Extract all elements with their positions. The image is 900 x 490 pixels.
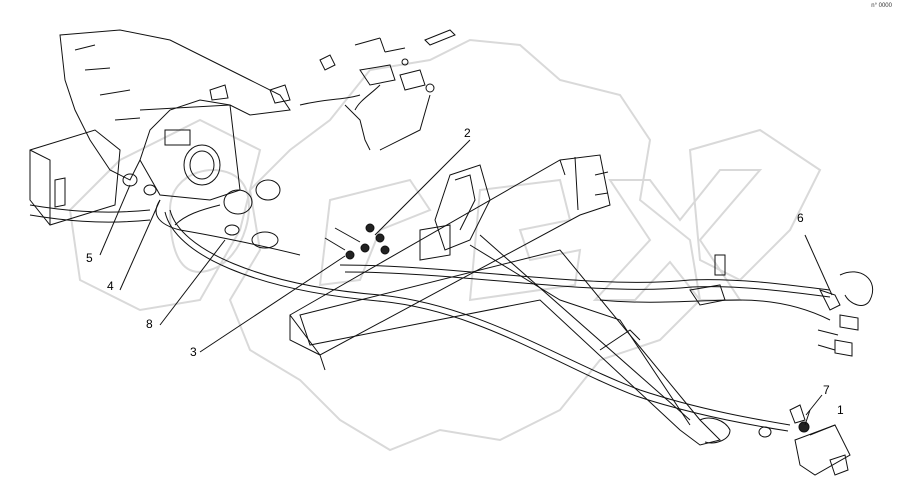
leader-lines bbox=[99, 139, 833, 426]
watermark-logo bbox=[68, 38, 822, 452]
callout-labels: 2 3 4 5 8 6 7 1 bbox=[86, 126, 844, 417]
callout-6: 6 bbox=[797, 211, 804, 225]
callout-7: 7 bbox=[823, 383, 830, 397]
hydraulic-hoses bbox=[164, 209, 831, 432]
callout-1: 1 bbox=[837, 403, 844, 417]
pump-unit bbox=[758, 404, 851, 476]
drawing-code: n° 0000 bbox=[871, 3, 892, 9]
callout-2: 2 bbox=[464, 126, 471, 140]
quick-couplers bbox=[817, 271, 874, 357]
callout-4: 4 bbox=[107, 279, 114, 293]
coupling-fittings-group-2 bbox=[324, 223, 390, 260]
callout-3: 3 bbox=[190, 345, 197, 359]
upper-hydraulic-fittings bbox=[209, 29, 456, 151]
drawbar-frame bbox=[289, 154, 731, 446]
callout-5: 5 bbox=[86, 251, 93, 265]
callout-8: 8 bbox=[146, 317, 153, 331]
tractor-rear-housing bbox=[29, 29, 301, 256]
